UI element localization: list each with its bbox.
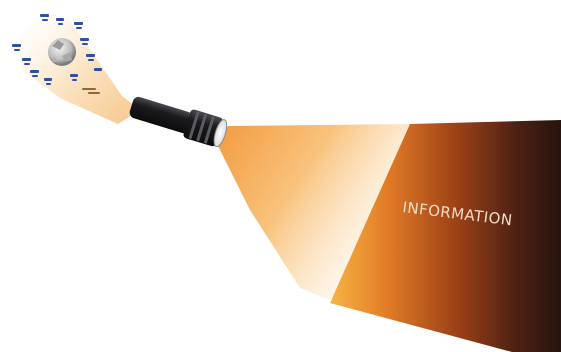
wikipedia-globe-icon: [48, 38, 76, 66]
flashlight-icon: [127, 92, 229, 149]
